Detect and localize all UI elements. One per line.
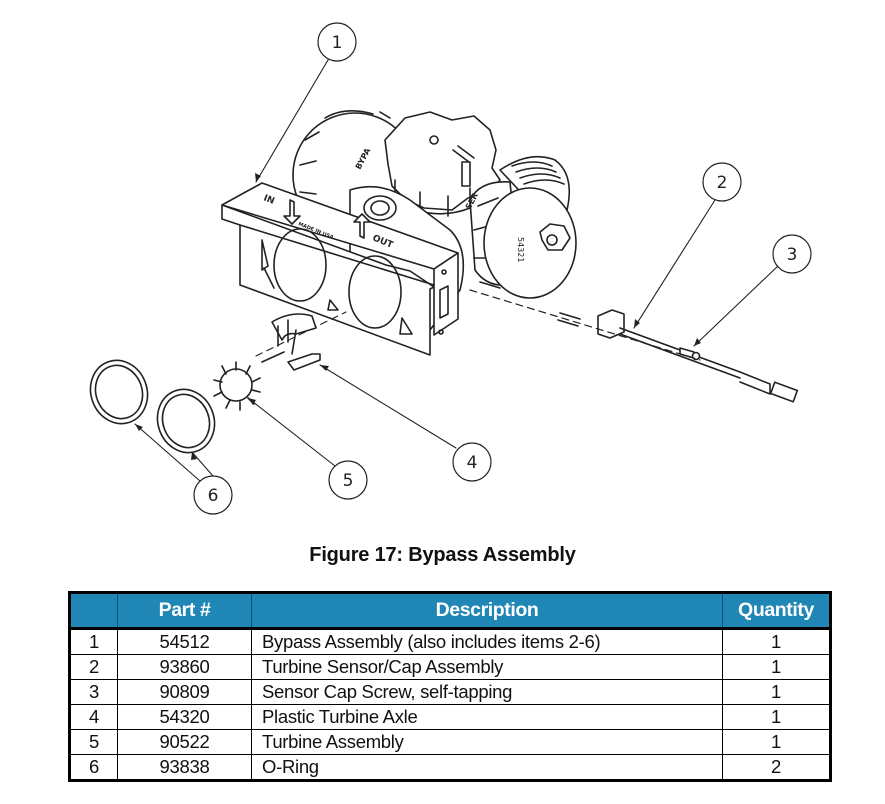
cell-description: Turbine Sensor/Cap Assembly xyxy=(251,654,723,680)
cell-description: O-Ring xyxy=(251,754,723,781)
callout-5: 5 xyxy=(343,471,354,491)
callout-circle-3 xyxy=(772,234,812,274)
table-row: 5 90522 Turbine Assembly 1 xyxy=(69,729,831,755)
cell-quantity: 1 xyxy=(722,628,831,655)
cell-item: 1 xyxy=(69,628,118,655)
cell-part-number: 93860 xyxy=(117,654,252,680)
cell-quantity: 1 xyxy=(722,729,831,755)
cell-item: 4 xyxy=(69,704,118,730)
cell-quantity: 1 xyxy=(722,679,831,705)
cell-part-number: 54320 xyxy=(117,704,252,730)
o-rings xyxy=(89,359,216,454)
table-row: 2 93860 Turbine Sensor/Cap Assembly 1 xyxy=(69,654,831,680)
cell-description: Plastic Turbine Axle xyxy=(251,704,723,730)
cell-quantity: 1 xyxy=(722,654,831,680)
cell-quantity: 1 xyxy=(722,704,831,730)
callout-4: 4 xyxy=(467,453,478,473)
cell-item: 5 xyxy=(69,729,118,755)
header-item xyxy=(69,592,118,630)
leader-lines xyxy=(134,59,780,482)
callout-circle-6 xyxy=(193,475,233,515)
cell-item: 3 xyxy=(69,679,118,705)
header-description: Description xyxy=(251,592,723,630)
cell-quantity: 2 xyxy=(722,754,831,781)
header-part-number: Part # xyxy=(117,592,252,630)
cell-description: Bypass Assembly (also includes items 2-6… xyxy=(251,628,723,655)
table-row: 1 54512 Bypass Assembly (also includes i… xyxy=(69,628,831,655)
plastic-turbine-axle xyxy=(261,313,321,371)
sensor-cable xyxy=(557,309,799,403)
callout-6: 6 xyxy=(208,486,219,506)
table-row: 4 54320 Plastic Turbine Axle 1 xyxy=(69,704,831,730)
callout-1: 1 xyxy=(332,33,343,53)
in-marking: IN xyxy=(262,194,276,207)
cap-number-marking: 54321 xyxy=(516,237,525,262)
callout-2: 2 xyxy=(717,173,728,193)
callout-circle-2 xyxy=(702,162,742,202)
table-row: 6 93838 O-Ring 2 xyxy=(69,754,831,781)
bypass-front-block xyxy=(221,182,459,356)
callout-circle-5 xyxy=(328,460,368,500)
cell-item: 6 xyxy=(69,754,118,781)
callout-circle-4 xyxy=(452,442,492,482)
cell-part-number: 90809 xyxy=(117,679,252,705)
bypass-assembly-diagram: 54321 IN MADE IN USA OUT BYPA SER xyxy=(89,22,812,515)
figure-caption: Figure 17: Bypass Assembly xyxy=(309,544,576,566)
cell-part-number: 93838 xyxy=(117,754,252,781)
header-quantity: Quantity xyxy=(722,592,831,630)
turbine-sensor-cap: 54321 xyxy=(469,181,577,299)
bypass-knob xyxy=(384,111,501,217)
cell-part-number: 90522 xyxy=(117,729,252,755)
table-row: 3 90809 Sensor Cap Screw, self-tapping 1 xyxy=(69,679,831,705)
cell-part-number: 54512 xyxy=(117,628,252,655)
callout-circle-1 xyxy=(317,22,357,62)
cell-description: Sensor Cap Screw, self-tapping xyxy=(251,679,723,705)
turbine-wheel xyxy=(213,361,261,411)
cell-item: 2 xyxy=(69,654,118,680)
parts-table: Part # Description Quantity 1 54512 Bypa… xyxy=(68,591,832,782)
table-header-row: Part # Description Quantity xyxy=(69,592,831,630)
callout-3: 3 xyxy=(787,245,798,265)
cell-description: Turbine Assembly xyxy=(251,729,723,755)
